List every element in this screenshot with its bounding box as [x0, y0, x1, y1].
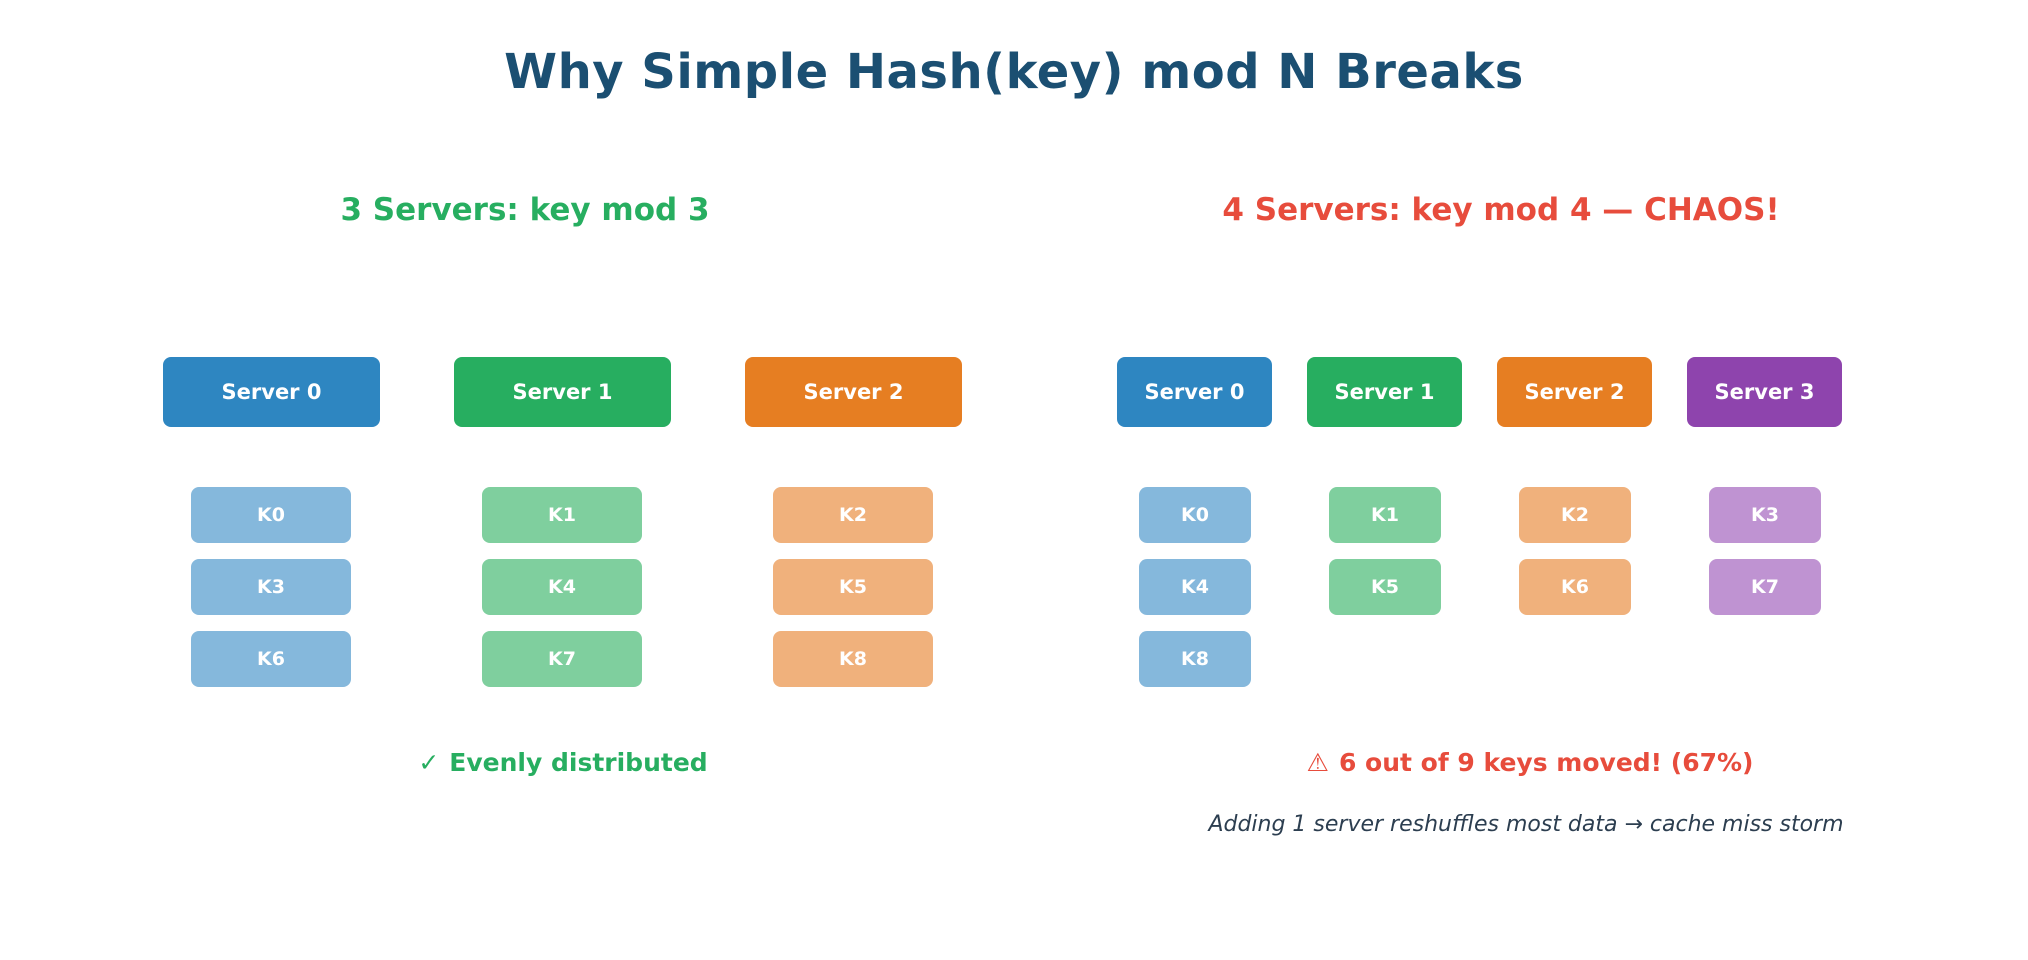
server-box: Server 2	[745, 357, 962, 427]
left-panel-status: ✓ Evenly distributed	[163, 748, 963, 777]
right-key-column-2: K2 K6	[1519, 487, 1631, 615]
left-servers-row: Server 0 Server 1 Server 2	[163, 357, 962, 427]
key-box: K3	[1709, 487, 1821, 543]
server-box: Server 2	[1497, 357, 1652, 427]
key-box: K8	[773, 631, 933, 687]
right-servers-row: Server 0 Server 1 Server 2 Server 3	[1117, 357, 1842, 427]
key-box: K6	[1519, 559, 1631, 615]
right-status-text: 6 out of 9 keys moved! (67%)	[1338, 748, 1754, 777]
key-box: K7	[1709, 559, 1821, 615]
key-box: K2	[1519, 487, 1631, 543]
key-box: K2	[773, 487, 933, 543]
key-box: K7	[482, 631, 642, 687]
key-box: K1	[1329, 487, 1441, 543]
key-box: K5	[1329, 559, 1441, 615]
key-box: K8	[1139, 631, 1251, 687]
key-box: K4	[1139, 559, 1251, 615]
server-box: Server 1	[1307, 357, 1462, 427]
key-box: K6	[191, 631, 351, 687]
right-key-column-0: K0 K4 K8	[1139, 487, 1251, 687]
page-title: Why Simple Hash(key) mod N Breaks	[504, 44, 1524, 100]
left-key-column-2: K2 K5 K8	[773, 487, 933, 687]
key-box: K4	[482, 559, 642, 615]
server-box: Server 3	[1687, 357, 1842, 427]
key-box: K0	[191, 487, 351, 543]
server-box: Server 0	[1117, 357, 1272, 427]
right-key-column-3: K3 K7	[1709, 487, 1821, 615]
key-box: K0	[1139, 487, 1251, 543]
key-box: K5	[773, 559, 933, 615]
server-box: Server 0	[163, 357, 380, 427]
warning-icon: ⚠	[1306, 748, 1329, 777]
right-panel-note: Adding 1 server reshuffles most data → c…	[1208, 812, 1844, 837]
left-panel-heading: 3 Servers: key mod 3	[340, 192, 710, 228]
key-box: K3	[191, 559, 351, 615]
right-key-column-1: K1 K5	[1329, 487, 1441, 615]
left-key-column-1: K1 K4 K7	[482, 487, 642, 687]
check-icon: ✓	[418, 748, 440, 777]
server-box: Server 1	[454, 357, 671, 427]
left-status-text: Evenly distributed	[449, 748, 708, 777]
right-panel-status: ⚠ 6 out of 9 keys moved! (67%)	[1130, 748, 1930, 777]
key-box: K1	[482, 487, 642, 543]
left-key-column-0: K0 K3 K6	[191, 487, 351, 687]
right-panel-heading: 4 Servers: key mod 4 — CHAOS!	[1222, 192, 1780, 228]
